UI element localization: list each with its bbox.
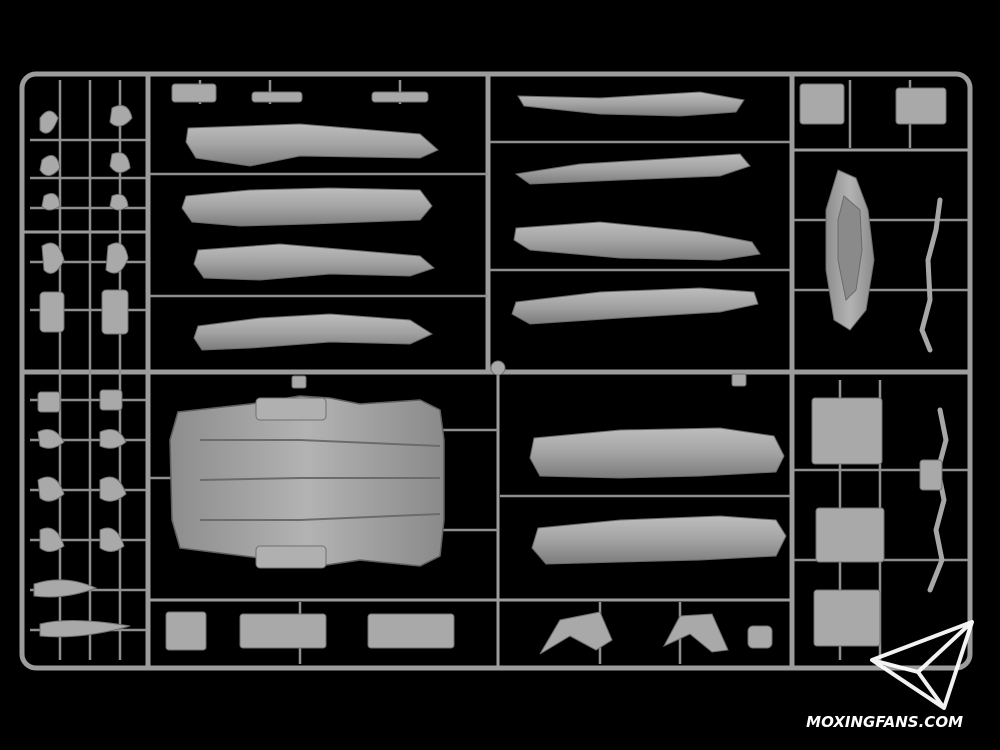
fuselage-panels-upper-left xyxy=(181,123,439,351)
hull-panels-lower-right xyxy=(529,427,787,565)
fuselage-halves-upper-middle xyxy=(511,91,761,325)
gear-struts xyxy=(919,197,949,593)
watermark: MOXINGFANS.COM xyxy=(806,620,974,731)
paper-plane-logo-icon xyxy=(870,620,974,710)
sprue-frame xyxy=(19,71,973,671)
lower-fuselage-part xyxy=(169,395,445,569)
small-parts-misc xyxy=(165,83,947,655)
small-parts-left xyxy=(33,105,133,638)
watermark-text: MOXINGFANS.COM xyxy=(806,713,963,731)
cockpit-tub-part xyxy=(825,169,875,331)
